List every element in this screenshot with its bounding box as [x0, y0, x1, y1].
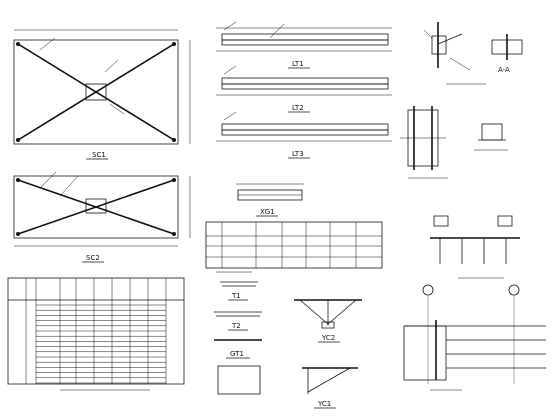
- detail-t2: T2: [214, 311, 262, 331]
- node-leader: [449, 57, 471, 71]
- sc2-leader: [59, 175, 79, 197]
- beam-lt1: LT1: [216, 21, 392, 69]
- yc1-diagonal: [307, 367, 351, 393]
- material-table-border: [7, 277, 185, 385]
- yc2-title: YC2: [321, 334, 335, 342]
- yc2-diagonal: [299, 299, 329, 325]
- sc2-node: [16, 178, 20, 182]
- sc1-title: SC1: [92, 151, 106, 159]
- material-table: [7, 277, 185, 391]
- yc2-diagonal: [327, 299, 357, 325]
- sc1-node: [172, 42, 176, 46]
- lt3-title: LT3: [292, 150, 304, 158]
- purlin-detail: [430, 215, 520, 279]
- member-table-border: [205, 221, 383, 269]
- xg1-title: XG1: [260, 208, 275, 216]
- elevation-bottom-right: [403, 284, 546, 391]
- sc1-node: [172, 138, 176, 142]
- sc2-leader: [39, 171, 57, 189]
- section-aa: A-A: [491, 34, 523, 74]
- sc1-frame: [13, 39, 179, 145]
- base-detail: [474, 123, 508, 151]
- sc2-title: SC2: [86, 254, 100, 262]
- base-plate: [481, 123, 503, 141]
- node-brace: [437, 33, 463, 45]
- sc2-node: [172, 178, 176, 182]
- lt1-flange-top: [221, 33, 389, 41]
- sc2-node: [16, 232, 20, 236]
- sc2-node: [172, 232, 176, 236]
- sc1-node: [16, 138, 20, 142]
- lt3-flange-bottom: [221, 129, 389, 136]
- grid-bubble: [508, 284, 520, 296]
- sc1-node: [16, 42, 20, 46]
- lt3-flange-top: [221, 123, 389, 131]
- member-xg1: XG1: [236, 183, 304, 217]
- sc1-brace-b: [17, 43, 175, 141]
- sc1-leader: [39, 37, 56, 51]
- lt2-title: LT2: [292, 104, 304, 112]
- bracket-yc1: YC1: [302, 367, 358, 409]
- grid-bubble: [422, 284, 434, 296]
- sc1-leader: [104, 59, 119, 73]
- detail-t1: T1: [220, 281, 258, 301]
- sc1-leader: [109, 103, 125, 115]
- elevation-panel: [403, 325, 447, 381]
- lt1-leader: [223, 21, 237, 31]
- aa-title: A-A: [498, 66, 510, 74]
- bracket-yc2: YC2: [294, 299, 362, 343]
- sc2-center-plate: [85, 198, 107, 214]
- yc1-title: YC1: [317, 400, 331, 408]
- sc2-frame: [13, 175, 179, 239]
- panel-sc2: SC2: [13, 171, 191, 263]
- column-detail: [400, 106, 448, 179]
- beam-lt2: LT2: [216, 65, 392, 113]
- lt3-leader: [223, 111, 237, 121]
- gt1-plate: [217, 365, 261, 395]
- material-table-rows: [36, 304, 166, 384]
- purlin-box: [433, 215, 449, 227]
- t2-title: T2: [231, 322, 241, 330]
- yc2-base: [321, 321, 335, 329]
- lt2-flange-bottom: [221, 83, 389, 90]
- t1-title: T1: [231, 292, 241, 300]
- beam-lt3: LT3: [216, 111, 392, 159]
- node-detail-top: [423, 22, 486, 85]
- lt1-leader: [269, 23, 285, 39]
- gt1-title: GT1: [230, 350, 244, 358]
- lt2-leader: [223, 65, 237, 75]
- lt1-title: LT1: [292, 60, 304, 68]
- lt1-flange-bottom: [221, 39, 389, 46]
- lt2-flange-top: [221, 77, 389, 85]
- node-leader: [423, 29, 433, 39]
- sc1-center-plate: [85, 83, 107, 101]
- sc2-brace-b: [17, 179, 175, 235]
- purlin-box: [497, 215, 513, 227]
- detail-gt1: GT1: [214, 339, 262, 395]
- member-schedule-table: [205, 221, 383, 273]
- panel-sc1: SC1: [13, 29, 191, 160]
- node-gusset: [431, 35, 447, 55]
